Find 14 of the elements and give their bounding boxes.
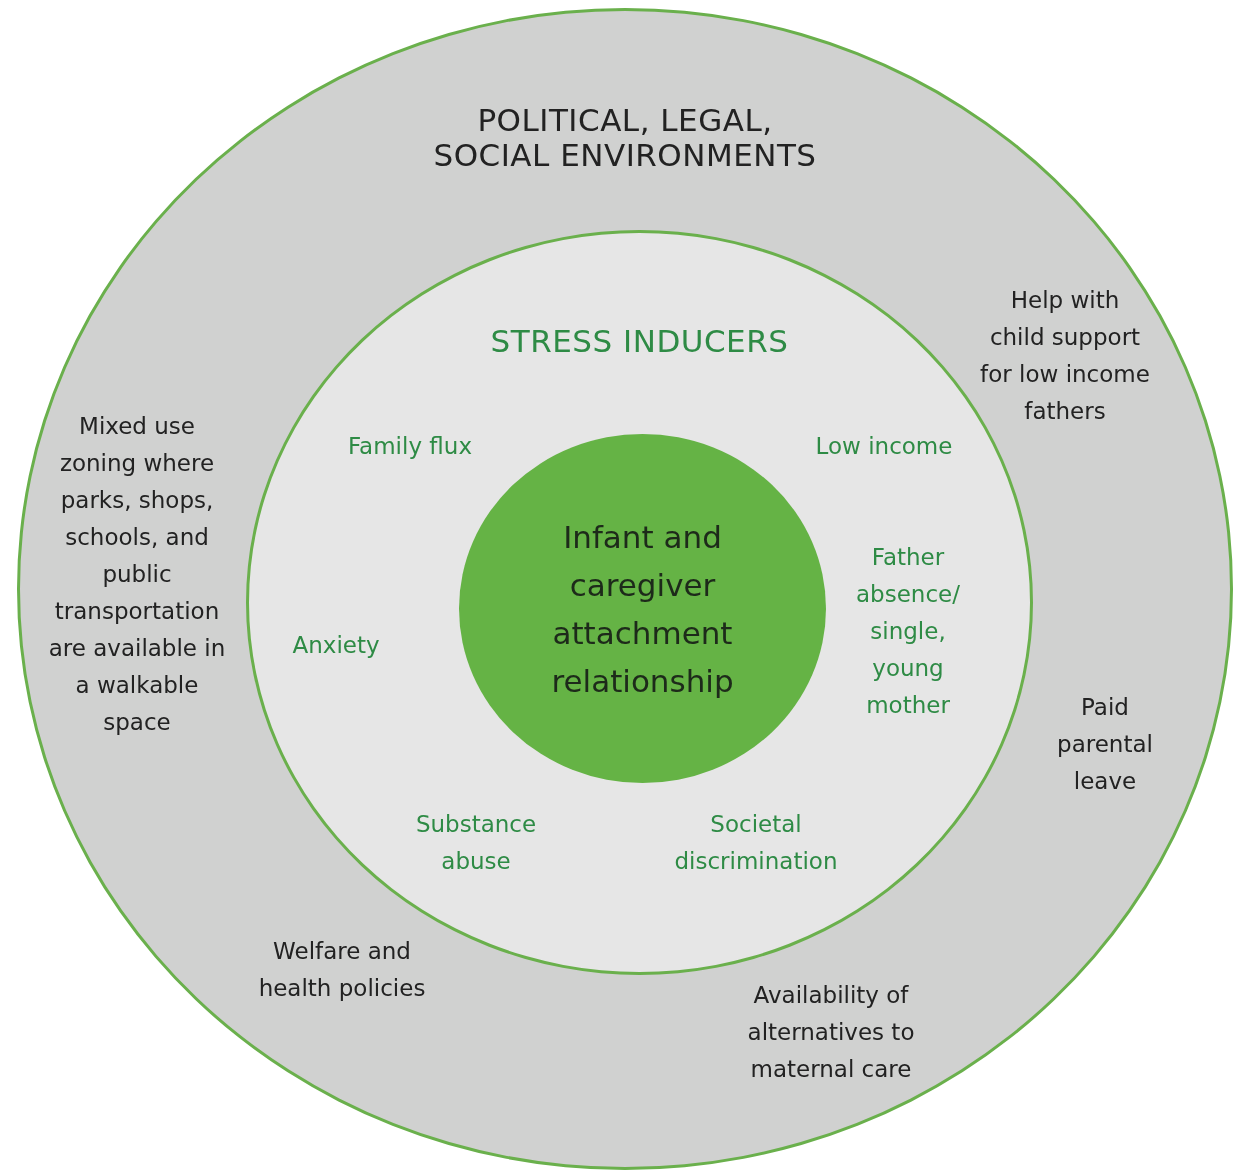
factor-label: Substance abuse — [414, 810, 538, 876]
factor-label: Societal discrimination — [673, 810, 839, 876]
factor-label: Welfare and health policies — [257, 937, 427, 1003]
center-title: Infant and caregiver attachment relationship — [550, 517, 735, 701]
factor-label: Anxiety — [291, 631, 381, 660]
factor-label: Family flux — [347, 432, 473, 461]
factor-label: Availability of alternatives to maternal care — [746, 981, 916, 1084]
factor-label: Low income — [814, 432, 954, 461]
ring-heading: POLITICAL, LEGAL, SOCIAL ENVIRONMENTS — [432, 103, 818, 173]
factor-label: Mixed use zoning where parks, shops, schools, and public transportation are available in a walkable space — [47, 412, 227, 737]
ring-heading: STRESS INDUCERS — [489, 324, 790, 359]
factor-label: Father absence/ single, young mother — [855, 543, 961, 720]
factor-label: Paid parental leave — [1056, 693, 1154, 796]
factor-label: Help with child support for low income fathers — [980, 286, 1150, 426]
